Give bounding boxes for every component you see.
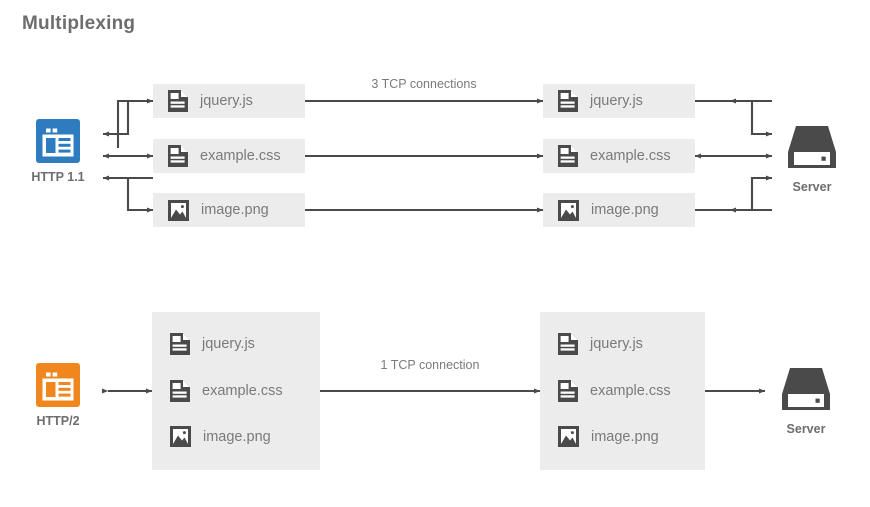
file-name: jquery.js [590,336,643,352]
http2-server-endpoint[interactable]: Server [760,366,852,436]
list-item[interactable]: example.css [557,379,671,403]
table-row[interactable]: image.png [543,193,695,227]
image-file-icon [558,199,579,221]
list-item[interactable]: jquery.js [169,332,255,356]
file-name: jquery.js [202,336,255,352]
http11-server-endpoint[interactable]: Server [766,124,858,194]
file-name: example.css [590,383,671,399]
list-item[interactable]: example.css [169,379,283,403]
file-name: image.png [591,428,659,445]
table-row[interactable]: jquery.js [153,84,305,118]
list-item[interactable]: jquery.js [557,332,643,356]
http11-server-label: Server [792,180,832,194]
document-icon [170,333,190,355]
http2-connection-label: 1 TCP connection [380,358,480,372]
list-item[interactable]: image.png [557,425,659,448]
file-name: example.css [590,148,671,164]
file-name: example.css [202,383,283,399]
http11-connection-label: 3 TCP connections [371,77,477,91]
browser-window-icon [36,363,80,407]
document-icon [558,333,578,355]
http2-client-label: HTTP/2 [36,414,80,428]
server-icon [788,126,836,168]
page-title: Multiplexing [22,13,136,34]
file-name: jquery.js [590,93,643,109]
file-name: image.png [203,428,271,445]
image-file-icon [170,426,191,447]
image-file-icon [558,426,579,447]
document-icon [170,380,190,402]
table-row[interactable]: example.css [153,139,305,173]
http2-server-label: Server [786,422,826,436]
http11-client-endpoint[interactable]: HTTP 1.1 [12,118,104,184]
file-name: jquery.js [200,93,253,109]
http2-server-stream-block[interactable]: jquery.js example.css image.png [540,312,705,470]
document-icon [558,380,578,402]
http2-client-stream-block[interactable]: jquery.js example.css image.png [152,312,320,470]
table-row[interactable]: jquery.js [543,84,695,118]
document-icon [558,145,578,167]
document-icon [558,90,578,112]
http11-client-label: HTTP 1.1 [31,170,85,184]
table-row[interactable]: image.png [153,193,305,227]
document-icon [168,145,188,167]
document-icon [168,90,188,112]
browser-window-icon [36,119,80,163]
server-icon [782,368,830,410]
table-row[interactable]: example.css [543,139,695,173]
file-name: image.png [591,202,659,218]
list-item[interactable]: image.png [169,425,271,448]
file-name: example.css [200,148,281,164]
http2-client-endpoint[interactable]: HTTP/2 [12,362,104,428]
image-file-icon [168,199,189,221]
file-name: image.png [201,202,269,218]
